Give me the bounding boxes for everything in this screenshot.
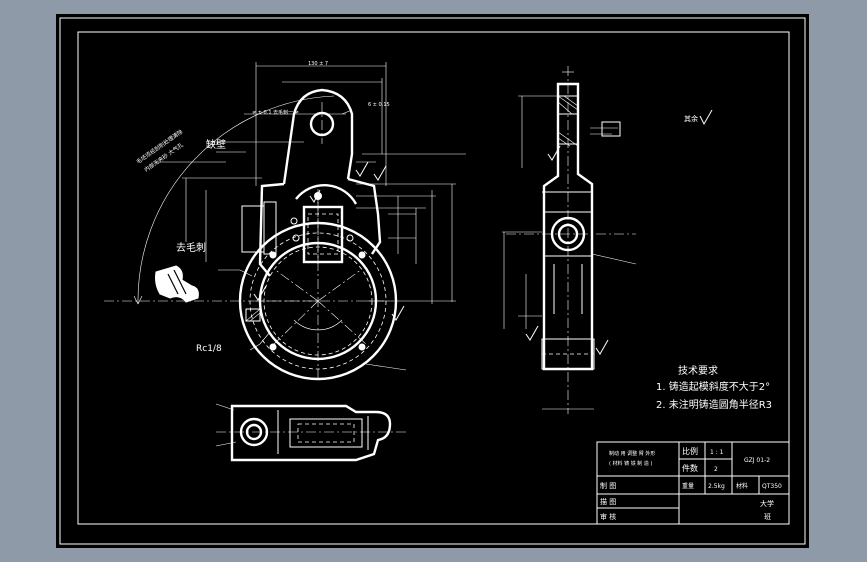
material-label: 材料: [736, 482, 748, 490]
part-desc-1: 制动 用 调整 臂 外形: [609, 450, 655, 457]
part-desc-2: ( 材料 铸 铁 制 造 ): [609, 460, 652, 467]
material-value: QT350: [762, 483, 782, 490]
scale-label: 比例: [682, 446, 698, 456]
roughness-note: 其余: [684, 109, 713, 126]
side-view: [502, 66, 637, 414]
drawing-viewport[interactable]: 130 ± 7 ≠ ± 0.1 去毛刺一 ≠ 缺壁 去毛刺 Rc1/8 6 ± …: [56, 14, 809, 548]
tech-title: 技术要求: [678, 364, 718, 377]
qty-value: 2: [714, 466, 718, 473]
weight-label: 重量: [682, 482, 694, 490]
tech-item-1: 1. 铸造起模斜度不大于2°: [656, 380, 770, 393]
main-view: [104, 62, 466, 381]
designed-label: 描 图: [600, 497, 616, 506]
inner-border: [77, 31, 790, 525]
bottom-view: [215, 403, 406, 462]
qty-label: 件数: [682, 463, 698, 473]
thread-label: Rc1/8: [196, 344, 222, 354]
step-label: 缺壁: [206, 138, 226, 151]
roughness-label: 其余: [684, 114, 698, 123]
flat-note: 6 ± 0.15: [368, 102, 390, 108]
top-left-note: ≠ ± 0.1 去毛刺一 ≠: [252, 109, 299, 116]
school-label: 大学: [760, 499, 774, 508]
weight-value: 2.5kg: [708, 483, 725, 490]
top-dim-label: 130 ± 7: [308, 61, 328, 67]
scale-value: 1 : 1: [710, 449, 724, 456]
deburr-label: 去毛刺: [176, 242, 206, 254]
tech-requirements: 技术要求 1. 铸造起模斜度不大于2° 2. 未注明铸造圆角半径R3: [656, 364, 772, 411]
outer-border: [59, 17, 806, 545]
drawing-number: GZJ 01-2: [744, 457, 770, 464]
cad-drawing: 130 ± 7 ≠ ± 0.1 去毛刺一 ≠ 缺壁 去毛刺 Rc1/8 6 ± …: [59, 17, 806, 545]
title-block: [596, 441, 790, 525]
drawn-label: 制 图: [600, 481, 616, 490]
tech-item-2: 2. 未注明铸造圆角半径R3: [656, 398, 772, 411]
class-label: 班: [764, 512, 771, 521]
checked-label: 审 核: [600, 512, 616, 521]
